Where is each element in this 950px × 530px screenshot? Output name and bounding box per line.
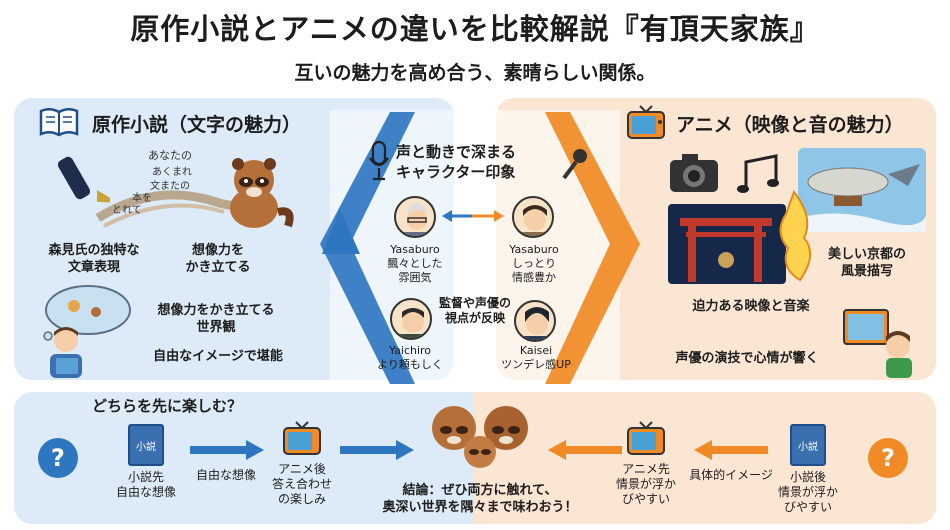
dream-bubble-graphic <box>43 285 131 341</box>
avatar <box>512 196 554 238</box>
question-badge-icon: ? <box>38 438 78 478</box>
kyoto-scene-illustration <box>668 204 786 284</box>
anime-first-label: アニメ先 情景が浮か びやすい <box>615 462 676 506</box>
flame-spirit-illustration <box>779 189 811 282</box>
microphone-icon <box>369 140 389 181</box>
character-name-2: Yasaburo <box>509 243 559 256</box>
order-question: どちらを先に楽しむ？ <box>92 397 243 415</box>
director-note: 監督や声優の 視点が反映 <box>438 296 511 325</box>
character-desc-3: より頼もしく <box>377 358 443 371</box>
handwriting-text-2: あくまれ <box>152 167 192 178</box>
arrow-left-icon <box>548 440 622 460</box>
handheld-mic-icon <box>562 149 587 180</box>
novel-label-free-image: 自由なイメージで堪能 <box>153 349 283 364</box>
conclusion-text: 結論：ぜひ両方に触れて、 奥深い世界を隅々まで味わおう！ <box>382 483 578 515</box>
music-notes-icon <box>737 154 779 193</box>
anime-after-label: アニメ後 答え合わせ の楽しみ <box>271 462 332 506</box>
question-badge-icon: ? <box>868 438 908 478</box>
fountain-pen-icon <box>57 156 110 204</box>
character-desc-1: 飄々とした 雰囲気 <box>387 257 443 284</box>
arrow-label-free: 自由な想像 <box>195 468 256 482</box>
double-arrow-icon <box>442 210 504 222</box>
reading-child-illustration <box>50 327 82 378</box>
novel-label-imagination: 想像力を かき立てる <box>185 243 251 275</box>
character-name-4: Kaisei <box>519 344 553 357</box>
arrow-label-concrete: 具体的イメージ <box>689 468 773 482</box>
handwriting-text-4: 本を <box>132 193 152 204</box>
orange-chevron-right <box>545 112 640 384</box>
arrow-right-icon <box>190 440 264 460</box>
tanuki-illustration <box>230 158 294 228</box>
blue-chevron-tip <box>322 209 360 254</box>
tv-watcher-illustration <box>843 309 912 378</box>
novel-book-icon: 小説 <box>790 424 826 466</box>
arrow-left-icon <box>694 440 768 460</box>
arrow-right-icon <box>340 440 414 460</box>
character-name-1: Yasaburo <box>390 243 440 256</box>
open-book-icon <box>39 108 79 137</box>
page-subtitle: 互いの魅力を高め合う、素晴らしい関係。 <box>294 62 656 84</box>
novel-header: 原作小説（文字の魅力） <box>92 114 302 136</box>
novel-first-label: 小説先 自由な想像 <box>115 470 176 499</box>
novel-book-icon: 小説 <box>128 424 164 466</box>
anime-label-scenery: 美しい京都の 風景描写 <box>827 247 906 279</box>
handwriting-text-3: 文またの <box>150 181 190 192</box>
anime-header: アニメ（映像と音の魅力） <box>676 114 904 136</box>
tv-icon <box>283 421 321 455</box>
avatar <box>394 196 436 238</box>
airship-illustration <box>798 148 926 232</box>
novel-label-prose: 森見氏の独特な 文章表現 <box>48 243 140 275</box>
camera-icon <box>670 154 718 192</box>
handwriting-text-5: とれて <box>112 205 142 216</box>
avatar <box>514 300 556 342</box>
center-header: 声と動きで深まる キャラクター印象 <box>396 143 517 181</box>
tanuki-family-illustration <box>432 406 528 468</box>
anime-label-voice: 声優の演技で心情が響く <box>675 351 819 366</box>
tv-icon <box>627 105 665 139</box>
novel-label-worldview: 想像力をかき立てる 世界観 <box>157 303 275 335</box>
character-desc-2: しっとり 情感豊か <box>512 257 556 284</box>
zigzag-arrows-graphic <box>320 112 640 384</box>
novel-after-label: 小説後 情景が浮か びやすい <box>777 470 838 514</box>
page-title: 原作小説とアニメの違いを比較解説『有頂天家族』 <box>130 12 820 46</box>
anime-label-visuals: 迫力ある映像と音楽 <box>692 299 810 314</box>
order-panel <box>14 392 936 524</box>
handwriting-text-1: あなたの <box>148 149 192 162</box>
avatar <box>390 298 432 340</box>
character-name-3: Yaichiro <box>388 344 432 357</box>
tv-icon <box>627 421 665 455</box>
character-desc-4: ツンデレ感UP <box>501 358 571 371</box>
